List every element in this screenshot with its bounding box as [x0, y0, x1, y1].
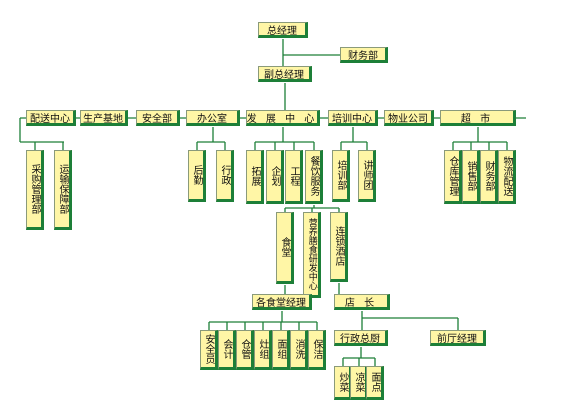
node-pastry: 面点 [366, 366, 384, 400]
node-sales: 销售部 [462, 150, 480, 204]
node-storekeeper: 仓管 [236, 330, 254, 370]
node-transport: 运输保障部 [54, 150, 72, 230]
node-engineering: 工程 [285, 150, 303, 204]
node-exec-chef: 行政总厨 [334, 330, 388, 346]
node-distribution: 配送中心 [26, 110, 76, 126]
node-flow-delivery: 物流配送 [498, 150, 516, 204]
node-vgm: 副总经理 [258, 66, 312, 82]
node-expand: 拓展 [246, 150, 264, 204]
node-catering: 餐饮服务 [305, 150, 323, 204]
node-office: 办公室 [186, 110, 240, 126]
node-supermarket: 超 市 [440, 110, 516, 126]
node-purchasing: 采购管理部 [26, 150, 44, 230]
node-canteen: 食堂 [276, 212, 294, 284]
node-logistics: 后勤 [188, 150, 206, 202]
node-production: 生产基地 [80, 110, 128, 126]
node-admin: 行政 [216, 150, 234, 202]
node-training-dept: 培训部 [332, 150, 350, 202]
node-chain: 连锁酒店 [330, 212, 348, 282]
node-stove: 灶组 [254, 330, 272, 370]
node-washing: 消洗 [290, 330, 308, 370]
node-security: 安全部 [136, 110, 180, 126]
node-gm: 总经理 [258, 22, 308, 38]
node-warehouse: 仓库管理 [444, 150, 462, 204]
node-nutrition: 营养膳食研发中心 [303, 212, 321, 298]
node-noodle: 面组 [272, 330, 290, 370]
node-development: 发 展 中 心 [246, 110, 320, 126]
node-front-mgr: 前厅经理 [430, 330, 486, 346]
node-safety-staff: 安全员 [200, 330, 218, 370]
node-store-mgr: 店 长 [334, 294, 390, 310]
node-canteen-mgr: 各食堂经理 [252, 294, 312, 310]
node-lecturers: 讲师团 [358, 150, 376, 202]
node-finance: 财务部 [340, 47, 388, 63]
node-training: 培训中心 [328, 110, 378, 126]
node-accounting: 会计 [218, 330, 236, 370]
node-sm-finance: 财务部 [480, 150, 498, 204]
node-planning: 企划 [266, 150, 284, 204]
node-cleaning: 保洁 [308, 330, 326, 370]
node-property: 物业公司 [384, 110, 434, 126]
